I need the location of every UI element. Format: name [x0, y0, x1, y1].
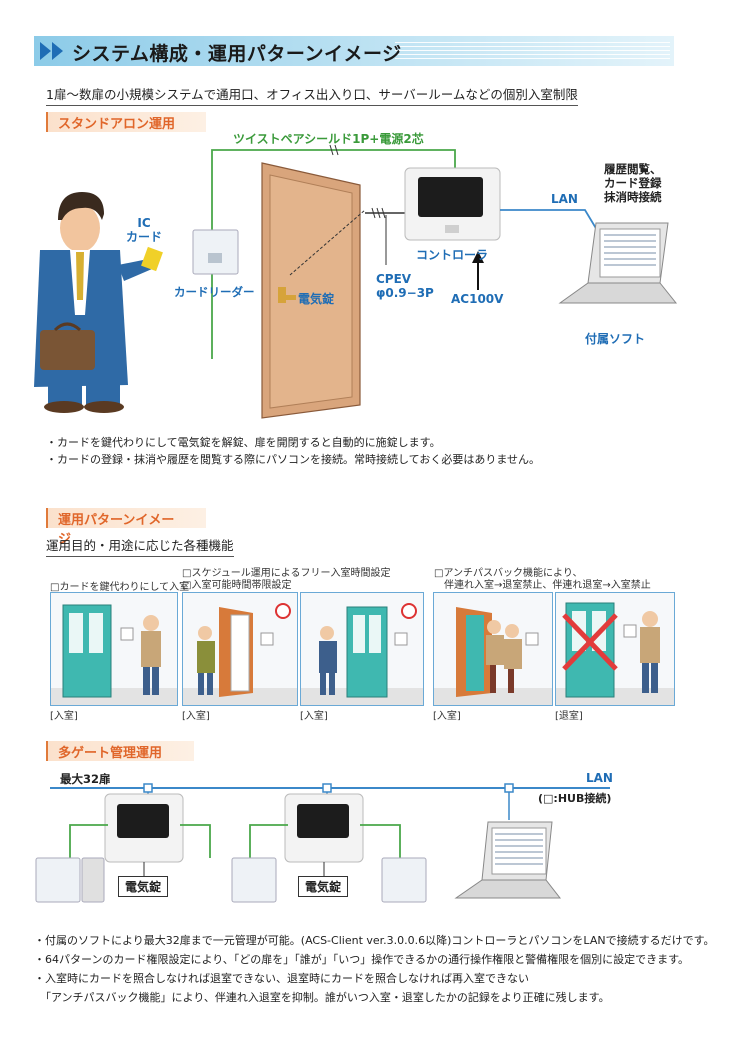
section-standalone: スタンドアロン運用 — [46, 112, 206, 132]
page-title: システム構成・運用パターンイメージ — [72, 43, 402, 65]
scene-caption-5: [退室] — [555, 711, 583, 722]
ac100v-label: AC100V — [451, 292, 504, 306]
multigate-note-3: ・入室時にカードを照合しなければ退室できない、退室時にカードを照合しなければ再入… — [34, 972, 529, 985]
pc-connection-note: 履歴閲覧、 カード登録 抹消時接続 — [604, 162, 662, 204]
multigate-note-2: ・64パターンのカード権限設定により、「どの扉を」「誰が」「いつ」操作できるかの… — [34, 953, 689, 966]
card-reader-label: カードリーダー — [174, 285, 255, 299]
header-stripes — [395, 42, 670, 60]
scene-caption-2: [入室] — [182, 711, 210, 722]
scene-3 — [300, 592, 424, 706]
intro-text: 1扉〜数扉の小規模システムで通用口、オフィス出入り口、サーバールームなどの個別入… — [46, 84, 578, 106]
pattern-caption-3: □アンチパスバック機能により、 伴連れ入室→退室禁止、伴連れ退室→入室禁止 — [434, 568, 651, 591]
scene-caption-1: [入室] — [50, 711, 78, 722]
max-doors-label: 最大32扉 — [60, 772, 111, 786]
cpev-label: CPEV φ0.9−3P — [376, 272, 434, 300]
scene-5 — [555, 592, 675, 706]
scene-2 — [182, 592, 298, 706]
multigate-lock-label-2: 電気錠 — [298, 876, 349, 897]
multigate-diagram — [35, 783, 610, 903]
controller-label: コントローラ — [416, 248, 489, 262]
lan-label: LAN — [551, 192, 578, 206]
section-patterns: 運用パターンイメージ — [46, 508, 206, 547]
double-arrow-icon — [40, 42, 63, 60]
scene-caption-3: [入室] — [300, 711, 328, 722]
ic-card-label: IC カード — [126, 216, 163, 244]
software-label: 付属ソフト — [585, 332, 646, 346]
cable-label: ツイストペアシールド1P+電源2芯 — [233, 132, 424, 146]
lock-label: 電気錠 — [298, 292, 335, 306]
standalone-diagram — [34, 144, 678, 419]
scene-caption-4: [入室] — [433, 711, 461, 722]
hub-note: (□:HUB接続) — [538, 792, 612, 805]
standalone-note-1: ・カードを鍵代わりにして電気錠を解錠、扉を開閉すると自動的に施錠します。 — [46, 436, 441, 449]
multigate-note-1: ・付属のソフトにより最大32扉まで一元管理が可能。(ACS-Client ver… — [34, 934, 715, 947]
patterns-subtitle: 運用目的・用途に応じた各種機能 — [46, 535, 234, 557]
multigate-lock-label-1: 電気錠 — [118, 876, 169, 897]
pattern-caption-2: □スケジュール運用によるフリー入室時間設定 □入室可能時間帯限設定 — [182, 568, 391, 591]
pattern-caption-1: □カードを鍵代わりにして入室 — [50, 582, 190, 593]
scene-4 — [433, 592, 553, 706]
multigate-note-4: 「アンチパスバック機能」により、伴連れ入退室を抑制。誰がいつ入室・退室したかの記… — [40, 991, 610, 1004]
multigate-lan-label: LAN — [586, 771, 613, 785]
section-multigate: 多ゲート管理運用 — [46, 741, 194, 761]
standalone-note-2: ・カードの登録・抹消や履歴を閲覧する際にパソコンを接続。常時接続しておく必要はあ… — [46, 453, 541, 466]
scene-1 — [50, 592, 178, 706]
